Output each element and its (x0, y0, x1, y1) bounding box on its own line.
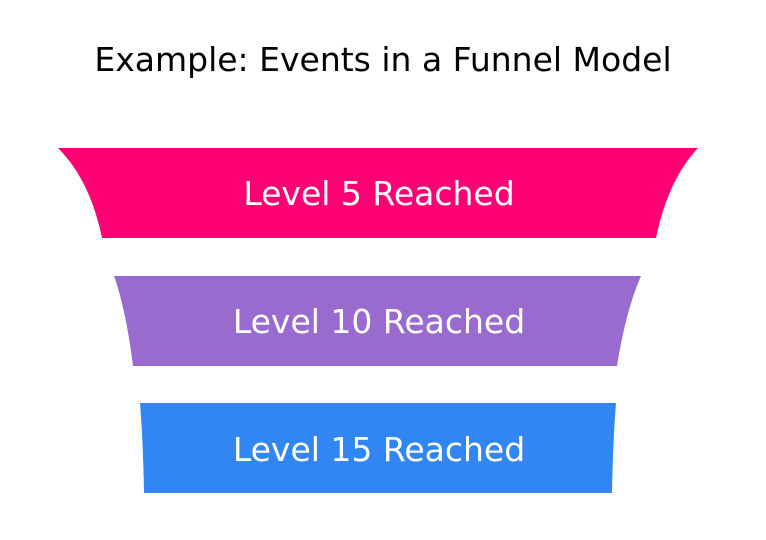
funnel-stage-1-label: Level 5 Reached (243, 174, 514, 213)
funnel-stage-2-shape (114, 276, 641, 366)
funnel-stage-1: Level 5 Reached (58, 148, 698, 238)
funnel-stage-1-shape (58, 148, 698, 238)
diagram-title: Example: Events in a Funnel Model (94, 40, 672, 79)
funnel-stage-3-label: Level 15 Reached (233, 430, 525, 469)
funnel-stage-2: Level 10 Reached (114, 276, 641, 366)
funnel-stage-2-label: Level 10 Reached (233, 302, 525, 341)
funnel-stage-3: Level 15 Reached (140, 403, 616, 493)
funnel-stage-3-shape (140, 403, 616, 493)
